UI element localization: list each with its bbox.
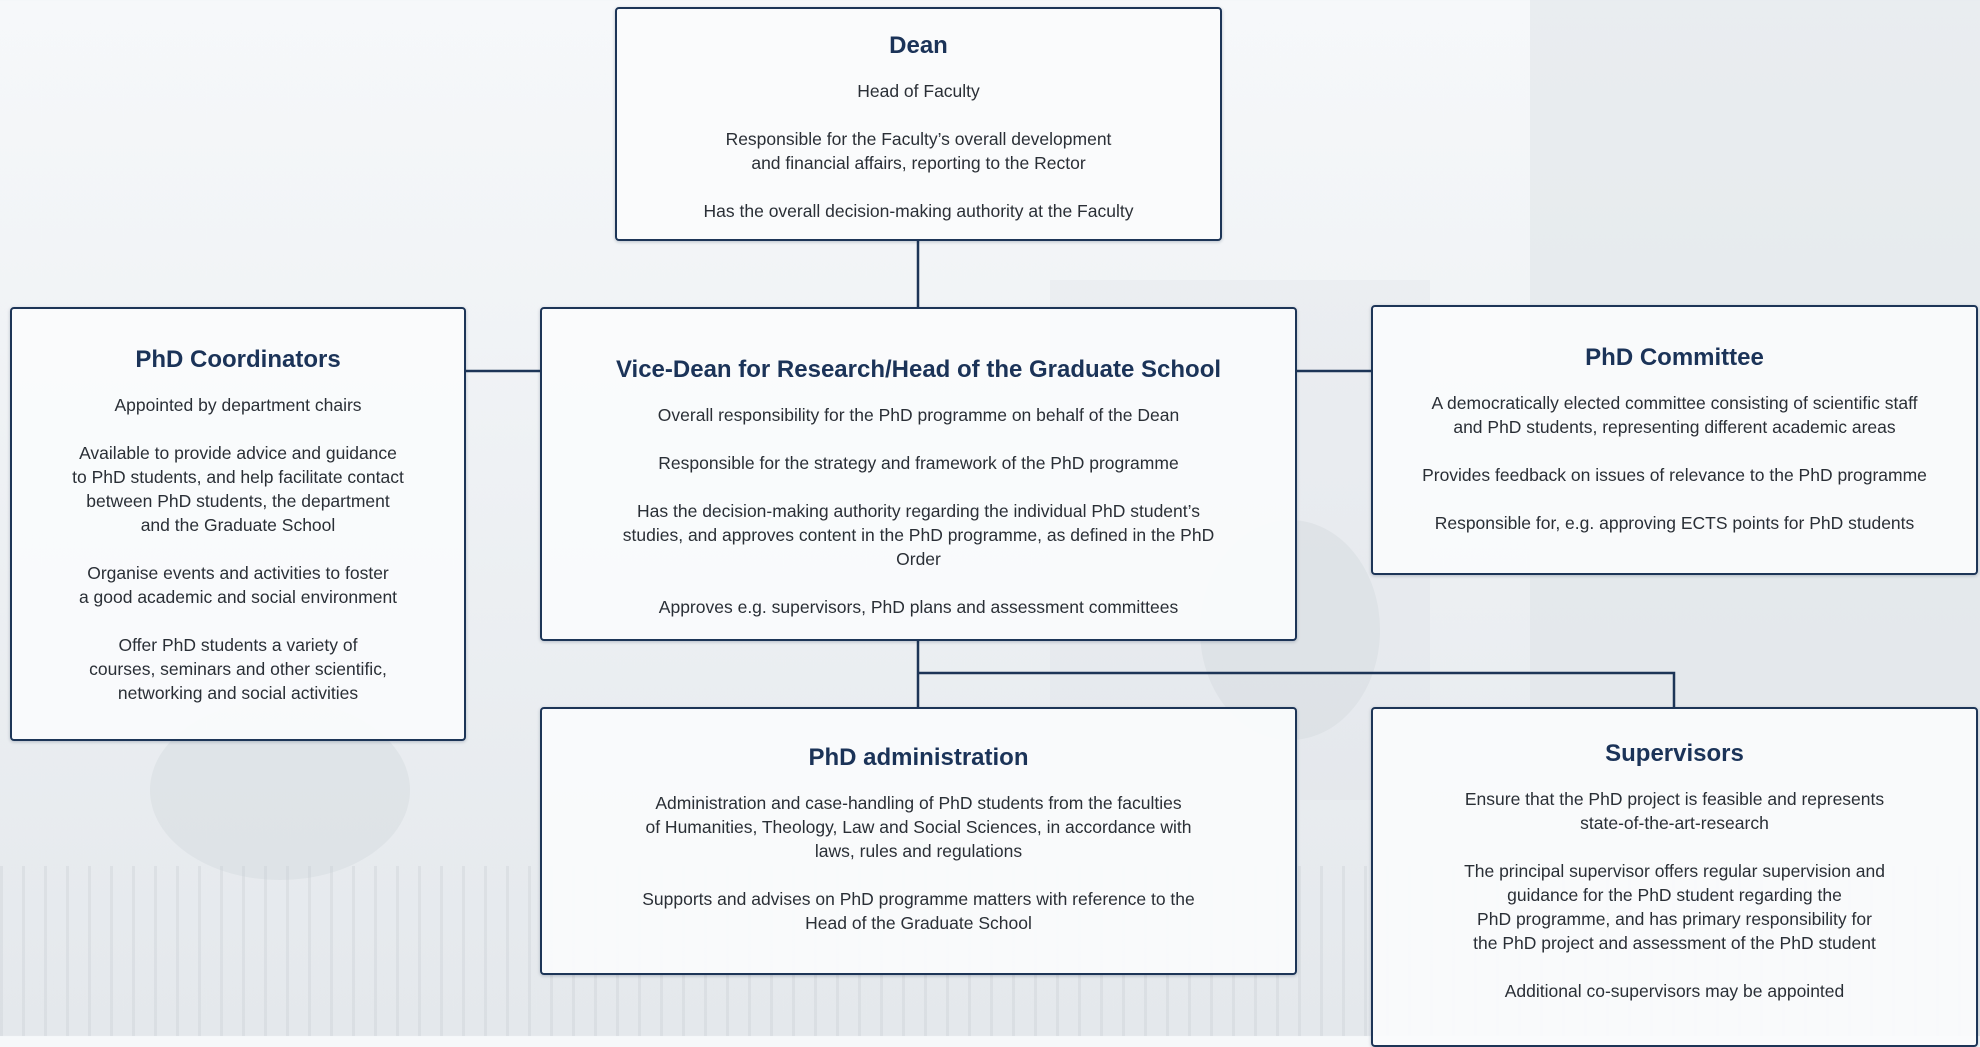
phd-administration-line: Administration and case-handling of PhD … bbox=[645, 793, 1192, 861]
phd-administration-line: Supports and advises on PhD programme ma… bbox=[642, 889, 1195, 933]
dean-box: Dean Head of Faculty Responsible for the… bbox=[615, 7, 1222, 241]
supervisors-line: Ensure that the PhD project is feasible … bbox=[1464, 789, 1885, 833]
vice-dean-line: Approves e.g. supervisors, PhD plans and… bbox=[658, 597, 1179, 617]
vice-dean-line: Overall responsibility for the PhD progr… bbox=[657, 405, 1180, 425]
phd-coordinators-title: PhD Coordinators bbox=[135, 346, 341, 373]
vice-dean-line: Has the decision-making authority regard… bbox=[622, 501, 1215, 569]
supervisors-box: Supervisors Ensure that the PhD project … bbox=[1371, 707, 1978, 1047]
vice-dean-box: Vice-Dean for Research/Head of the Gradu… bbox=[540, 307, 1297, 641]
dean-line: Responsible for the Faculty’s overall de… bbox=[725, 129, 1112, 173]
phd-coordinators-line: Appointed by department chairs bbox=[114, 395, 362, 415]
phd-coordinators-box: PhD Coordinators Appointed by department… bbox=[10, 307, 466, 741]
phd-coordinators-line: Available to provide advice and guidance… bbox=[72, 443, 404, 535]
supervisors-line: The principal supervisor offers regular … bbox=[1464, 861, 1885, 953]
phd-coordinators-line: Organise events and activities to foster… bbox=[78, 563, 398, 607]
phd-committee-line: A democratically elected committee consi… bbox=[1431, 393, 1918, 437]
dean-title: Dean bbox=[889, 32, 948, 59]
vice-dean-line: Responsible for the strategy and framewo… bbox=[658, 453, 1179, 473]
phd-committee-line: Provides feedback on issues of relevance… bbox=[1422, 465, 1927, 485]
dean-line: Head of Faculty bbox=[857, 81, 980, 101]
phd-committee-title: PhD Committee bbox=[1585, 344, 1764, 371]
phd-administration-box: PhD administration Administration and ca… bbox=[540, 707, 1297, 975]
dean-line: Has the overall decision-making authorit… bbox=[703, 201, 1134, 221]
phd-administration-title: PhD administration bbox=[808, 744, 1029, 771]
supervisors-line: Additional co-supervisors may be appoint… bbox=[1504, 981, 1845, 1001]
supervisors-title: Supervisors bbox=[1605, 740, 1744, 767]
vice-dean-title: Vice-Dean for Research/Head of the Gradu… bbox=[615, 356, 1222, 383]
connector-vice-supervisors bbox=[918, 671, 1676, 707]
phd-committee-line: Responsible for, e.g. approving ECTS poi… bbox=[1434, 513, 1915, 533]
phd-coordinators-line: Offer PhD students a variety of courses,… bbox=[89, 635, 387, 703]
phd-committee-box: PhD Committee A democratically elected c… bbox=[1371, 305, 1978, 575]
